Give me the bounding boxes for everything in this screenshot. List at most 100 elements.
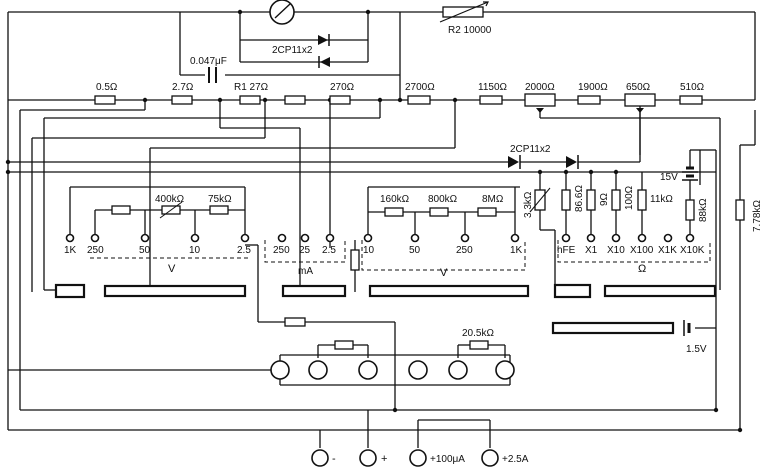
contact-block-1	[54, 283, 86, 299]
ma-unit: mA	[298, 266, 313, 277]
r2-label: R2 10000	[448, 25, 492, 36]
jack-minus-label: -	[332, 453, 336, 465]
shunt-r1-label: R1 27Ω	[234, 82, 269, 93]
dcv-range-10: 10	[189, 245, 201, 256]
resistor-1900	[577, 95, 601, 105]
battery-15v-label: 15V	[660, 172, 678, 183]
battery-15	[683, 320, 691, 336]
jack-plus-label: +	[381, 453, 387, 465]
shunt-chain	[94, 93, 703, 113]
jack-panel	[270, 340, 515, 380]
terminal-x10k	[685, 233, 695, 243]
ma-range-250: 250	[273, 245, 290, 256]
shunt-650-label: 650Ω	[626, 82, 651, 93]
ohm-778k-label: 7.78kΩ	[752, 200, 763, 232]
ohm-866-label: 86.6Ω	[574, 185, 585, 212]
jack-205k-label: 20.5kΩ	[462, 328, 494, 339]
capacitor-0047uf	[208, 67, 217, 83]
ohm-100-label: 100Ω	[624, 185, 635, 210]
shunt-2000-label: 2000Ω	[525, 82, 555, 93]
acv-unit: V	[440, 267, 448, 279]
acv-range-10: 10	[363, 245, 375, 256]
diode-pair-mid-label: 2CP11x2	[510, 144, 551, 155]
shunt-2700-label: 2700Ω	[405, 82, 435, 93]
contact-strip-ma	[281, 284, 347, 298]
range-terminals	[65, 233, 695, 243]
jack-minus-icon	[311, 449, 329, 467]
ohm-unit: Ω	[638, 263, 646, 275]
shunt-1900-label: 1900Ω	[578, 82, 608, 93]
acv-8m-label: 8MΩ	[482, 194, 504, 205]
shunt-510-label: 510Ω	[680, 82, 705, 93]
terminal-ma-250	[277, 233, 287, 243]
ohm-88k-label: 88kΩ	[698, 198, 709, 222]
terminal-ma-25	[300, 233, 310, 243]
ma-range-25: 25	[299, 245, 311, 256]
jack-25a-label: +2.5A	[502, 454, 529, 465]
shunt-270-label: 270Ω	[330, 82, 355, 93]
resistor-27	[171, 95, 193, 105]
resistor-27000	[407, 95, 431, 105]
terminal-acv-50	[410, 233, 420, 243]
terminal-x1	[586, 233, 596, 243]
terminal-dcv-1k	[65, 233, 75, 243]
shunt-1150-label: 1150Ω	[478, 82, 508, 93]
terminal-dcv-250	[90, 233, 100, 243]
wiring	[5, 9, 756, 448]
acv-range-50: 50	[409, 245, 421, 256]
jack-100ua-icon	[409, 449, 427, 467]
resistor-510	[679, 95, 703, 105]
contact-strip-ohm	[603, 284, 717, 298]
contact-block-2	[553, 283, 592, 299]
dcv-range-25: 2.5	[237, 245, 251, 256]
ohm-range-x100: X100	[630, 245, 654, 256]
acv-160k-label: 160kΩ	[380, 194, 410, 205]
ohm-range-x10: X10	[607, 245, 625, 256]
resistor-2700	[329, 95, 351, 105]
dcv-unit: V	[168, 263, 176, 275]
terminal-hfe	[561, 233, 571, 243]
resistor-1150	[479, 95, 503, 105]
dcv-range-1k: 1K	[64, 245, 77, 256]
ohm-range-x10k: X10K	[680, 245, 705, 256]
resistor-series-link	[284, 317, 306, 327]
diode-pair-mid	[508, 155, 579, 169]
dcv-400k-label: 400kΩ	[155, 194, 185, 205]
switch-contacts	[54, 283, 717, 335]
ohm-range-x1k: X1K	[658, 245, 677, 256]
contact-strip-battery	[551, 321, 675, 335]
acv-resistors	[350, 187, 551, 271]
resistor-270	[284, 95, 306, 105]
jack-25a-icon	[481, 449, 499, 467]
shunt-05-label: 0.5Ω	[96, 82, 118, 93]
acv-range-1k: 1K	[510, 245, 523, 256]
terminal-dcv-50	[140, 233, 150, 243]
terminal-acv-10	[363, 233, 373, 243]
meter-group	[269, 0, 295, 25]
contact-strip-acv	[368, 284, 530, 298]
ohm-resistors	[561, 189, 745, 221]
terminal-acv-1k	[510, 233, 520, 243]
terminal-acv-250	[460, 233, 470, 243]
resistor-650	[624, 93, 656, 107]
terminal-dcv-10	[190, 233, 200, 243]
ma-range-2p5: 2.5	[322, 245, 336, 256]
jack-100ua-label: +100μA	[430, 454, 465, 465]
acv-33k-label: 3.3kΩ	[523, 191, 534, 218]
capacitor-label: 0.047μF	[190, 56, 227, 67]
dcv-range-50: 50	[139, 245, 151, 256]
terminal-x10	[611, 233, 621, 243]
dcv-range-250: 250	[87, 245, 104, 256]
terminal-x1k	[663, 233, 673, 243]
terminal-dcv-25	[240, 233, 250, 243]
output-jacks	[311, 449, 499, 467]
ohm-9-label: 9Ω	[599, 192, 610, 206]
shunt-27-label: 2.7Ω	[172, 82, 194, 93]
jack-plus-icon	[359, 449, 377, 467]
ohm-range-x1: X1	[585, 245, 598, 256]
dcv-75k-label: 75kΩ	[208, 194, 232, 205]
battery-15-label: 1.5V	[686, 344, 707, 355]
r2-potentiometer	[439, 1, 489, 23]
resistor-r1	[239, 95, 261, 105]
